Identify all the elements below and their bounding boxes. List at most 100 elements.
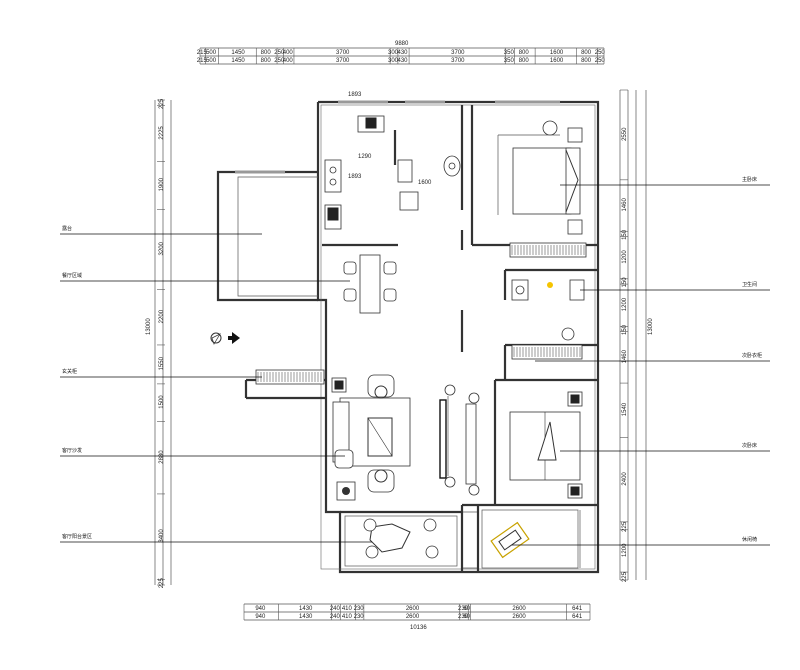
top-dim-r2-4: 250 xyxy=(274,58,285,64)
bot-dim-r1-3: 410 xyxy=(342,606,353,612)
top-dim-r1-10: 350 xyxy=(504,50,515,56)
label-second-bed: 次卧床 xyxy=(742,442,757,449)
top-dim-r1-8: 430 xyxy=(397,50,408,56)
left-total-dim: 13000 xyxy=(146,318,152,335)
top-dim-r1-6: 3700 xyxy=(336,50,350,56)
left-annotations: 露台 餐厅区域 玄关柜 客厅沙发 客厅阳台景区 xyxy=(60,225,372,543)
master-bedroom xyxy=(497,120,587,258)
left-dim-4: 2200 xyxy=(159,309,165,323)
top-dim-r2-9: 3700 xyxy=(451,58,465,64)
right-dim-10: 225 xyxy=(622,521,628,532)
top-dim-r2-7: 300 xyxy=(388,58,399,64)
bot-dim-r2-2: 240 xyxy=(330,614,341,620)
bot-dim-r2-9: 641 xyxy=(572,614,583,620)
kitchen-dim-top: 1893 xyxy=(348,92,362,98)
left-dim-1: 2225 xyxy=(159,126,165,140)
bot-dim-r2-1: 1430 xyxy=(299,614,313,620)
top-dim-r1-4: 250 xyxy=(274,50,285,56)
label-bathroom: 卫生间 xyxy=(742,281,757,288)
left-dim-5: 1550 xyxy=(159,356,165,370)
label-master-bed: 主卧床 xyxy=(742,176,757,183)
bathroom-2 xyxy=(511,279,585,360)
top-dim-r2-3: 800 xyxy=(261,58,272,64)
top-dim-r1-2: 1450 xyxy=(231,50,245,56)
balcony-left xyxy=(344,515,458,567)
corridor-columns xyxy=(444,384,480,496)
right-dim-9: 2400 xyxy=(622,472,628,486)
right-dim-11: 1200 xyxy=(622,543,628,557)
top-total-dim: 9880 xyxy=(395,41,409,47)
bot-dim-r1-1: 1430 xyxy=(299,606,313,612)
balcony-right xyxy=(461,509,579,569)
bath-dim: 1600 xyxy=(418,180,432,186)
left-dim-8: 3400 xyxy=(159,529,165,543)
top-dim-r1-7: 300 xyxy=(388,50,399,56)
kitchen-area: 1893 1290 1893 xyxy=(324,92,385,230)
top-dim-r2-5: 400 xyxy=(283,58,294,64)
left-dim-9: 225 xyxy=(159,577,165,588)
label-entry-cabinet: 玄关柜 xyxy=(62,368,77,375)
label-dining: 餐厅区域 xyxy=(62,272,82,279)
left-dim-0: 225 xyxy=(159,98,165,109)
bot-dim-r1-5: 2600 xyxy=(406,606,420,612)
bathroom-1: 1600 xyxy=(397,155,461,211)
right-dim-4: 150 xyxy=(622,277,628,288)
bot-dim-r1-0: 940 xyxy=(255,606,266,612)
left-dim-6: 1500 xyxy=(159,395,165,409)
bot-dim-r1-8: 2600 xyxy=(512,606,526,612)
dining-table xyxy=(343,254,397,314)
entry-cabinet xyxy=(255,369,325,385)
second-bedroom xyxy=(509,391,583,499)
bot-dim-r2-8: 2600 xyxy=(512,614,526,620)
right-dim-3: 1200 xyxy=(622,250,628,264)
top-dim-r2-12: 1600 xyxy=(550,58,564,64)
bot-dim-r1-7: 60 xyxy=(463,606,470,612)
left-dim-7: 2880 xyxy=(159,450,165,464)
top-dim-r1-13: 800 xyxy=(581,50,592,56)
label-second-wardrobe: 次卧衣柜 xyxy=(742,352,762,359)
label-living-balcony: 客厅阳台景区 xyxy=(62,533,92,540)
top-dim-r2-10: 350 xyxy=(504,58,515,64)
kitchen-dim-inner-1: 1290 xyxy=(358,154,372,160)
right-dim-0: 2550 xyxy=(622,127,628,141)
bot-dim-r2-4: 230 xyxy=(354,614,365,620)
right-dim-5: 1200 xyxy=(622,297,628,311)
top-dim-r2-13: 800 xyxy=(581,58,592,64)
left-dimension-block: 13000 2252225190032002200155015002880340… xyxy=(146,98,172,588)
bot-dim-r1-6: 230 xyxy=(458,606,469,612)
top-dim-r2-11: 800 xyxy=(519,58,530,64)
right-total-dim: 13000 xyxy=(648,318,654,335)
top-dim-r2-8: 430 xyxy=(397,58,408,64)
right-dim-8: 1540 xyxy=(622,402,628,416)
top-dim-r1-3: 800 xyxy=(261,50,272,56)
right-annotations: 主卧床 卫生间 次卧衣柜 次卧床 休闲椅 xyxy=(512,176,770,546)
top-dim-r1-0: 215 xyxy=(197,50,208,56)
bot-dim-r1-2: 240 xyxy=(330,606,341,612)
top-dim-r2-0: 215 xyxy=(197,58,208,64)
bot-dim-r2-6: 230 xyxy=(458,614,469,620)
label-living-sofa: 客厅沙发 xyxy=(62,447,82,454)
bottom-total-dim: 10136 xyxy=(410,625,427,631)
bot-dim-r2-3: 410 xyxy=(342,614,353,620)
right-dim-6: 150 xyxy=(622,324,628,335)
right-dim-1: 1460 xyxy=(622,198,628,212)
top-dim-r1-11: 800 xyxy=(519,50,530,56)
bot-dim-r2-5: 2600 xyxy=(406,614,420,620)
top-dim-r2-6: 3700 xyxy=(336,58,350,64)
right-dim-7: 1460 xyxy=(622,349,628,363)
top-dim-r1-12: 1600 xyxy=(550,50,564,56)
bot-dim-r2-0: 940 xyxy=(255,614,266,620)
right-dimension-block: 13000 2550 1460 150 1200 150 1200 150 1460 1540 2… xyxy=(619,89,654,582)
top-dim-r2-1: 500 xyxy=(206,58,217,64)
entry-arrow-icon xyxy=(210,332,240,345)
right-dim-12: 225 xyxy=(622,571,628,582)
right-dim-2: 150 xyxy=(622,229,628,240)
label-terrace: 露台 xyxy=(62,225,72,232)
top-dim-r1-1: 500 xyxy=(206,50,217,56)
top-dim-r1-9: 3700 xyxy=(451,50,465,56)
top-dim-r1-5: 400 xyxy=(283,50,294,56)
label-lounge-chair: 休闲椅 xyxy=(742,536,757,543)
